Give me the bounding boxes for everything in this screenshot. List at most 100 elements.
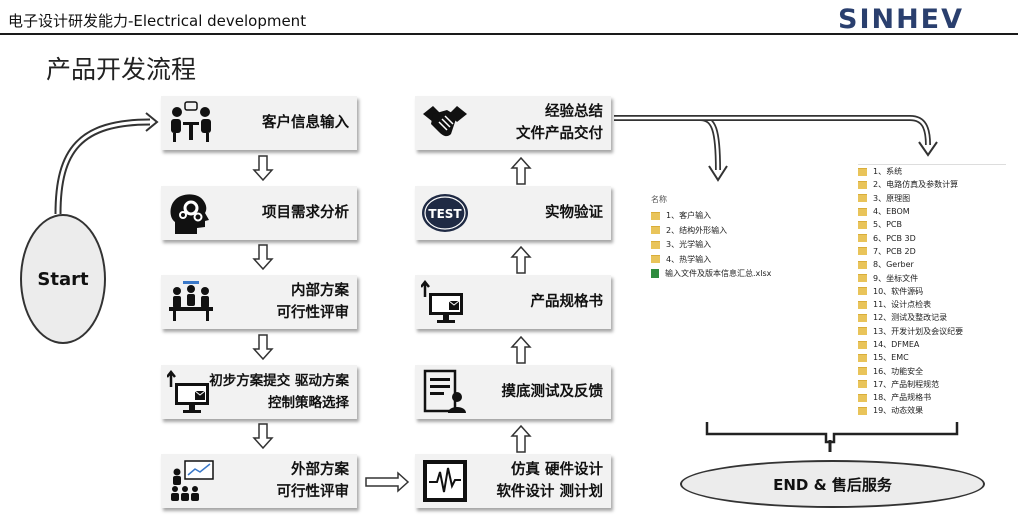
folder-icon (858, 220, 867, 229)
process-step-label: 摸底测试及反馈 (502, 365, 604, 419)
file-list-item[interactable]: 11、设计点检表 (858, 298, 1006, 311)
document-user-icon (421, 369, 469, 415)
file-list-item[interactable]: 15、EMC (858, 351, 1006, 364)
folder-icon (858, 340, 867, 349)
process-step-box: 摸底测试及反馈 (415, 364, 611, 419)
process-step-box: 初步方案提交 驱动方案控制策略选择 (161, 364, 357, 419)
file-list-item[interactable]: 3、原理图 (858, 192, 1006, 205)
file-list-item[interactable]: 19、动态效果 (858, 404, 1006, 417)
file-list-item[interactable]: 17、产品制程规范 (858, 378, 1006, 391)
process-step-line: 内部方案 (291, 283, 349, 299)
waveform-monitor-icon (421, 458, 469, 504)
folder-icon (858, 180, 867, 189)
file-list-item[interactable]: 7、PCB 2D (858, 245, 1006, 258)
process-step-label: 产品规格书 (531, 275, 604, 329)
process-step-box: 仿真 硬件设计软件设计 测计划 (415, 454, 611, 508)
process-step-label: 客户信息输入 (262, 96, 349, 150)
process-step-line: 项目需求分析 (262, 204, 349, 221)
file-list-item[interactable]: 9、坐标文件 (858, 271, 1006, 284)
folder-icon (858, 167, 867, 176)
process-step-box: 经验总结文件产品交付 (415, 96, 611, 150)
file-name: 1、客户输入 (666, 211, 712, 221)
file-list-item[interactable]: 10、软件源码 (858, 285, 1006, 298)
file-name: 2、电路仿真及参数计算 (873, 180, 959, 190)
header-title: 电子设计研发能力-Electrical development (8, 12, 307, 30)
process-step-box: 内部方案可行性评审 (161, 275, 357, 329)
file-list-item[interactable]: 18、产品规格书 (858, 391, 1006, 404)
start-node: Start (20, 214, 106, 344)
file-list-item[interactable]: 输入文件及版本信息汇总.xlsx (651, 267, 791, 282)
meeting-icon (167, 100, 215, 146)
file-list-item[interactable]: 1、客户输入 (651, 209, 791, 224)
file-name: 19、动态效果 (873, 406, 924, 416)
file-list-item[interactable]: 3、光学输入 (651, 238, 791, 253)
file-list-item[interactable]: 8、Gerber (858, 258, 1006, 271)
file-list-item[interactable]: 14、DFMEA (858, 338, 1006, 351)
page-title: 产品开发流程 (46, 55, 197, 84)
folder-icon (858, 260, 867, 269)
team-table-icon (167, 279, 215, 325)
file-name: 2、结构外形输入 (666, 225, 728, 235)
file-name: 16、功能安全 (873, 366, 924, 376)
file-name: 13、开发计划及会议纪要 (873, 326, 964, 336)
monitor-upload-icon (166, 369, 215, 415)
column-header-name: 名称 (651, 194, 667, 204)
process-step-line: 外部方案 (291, 462, 349, 478)
process-step-label: 外部方案可行性评审 (277, 454, 350, 508)
deliver-arrows (614, 115, 938, 182)
file-name: 10、软件源码 (873, 286, 924, 296)
process-step-line: 经验总结 (545, 104, 603, 120)
process-step-line: 可行性评审 (276, 305, 350, 321)
file-name: 4、EBOM (873, 207, 910, 217)
folder-icon (858, 207, 867, 216)
folder-icon (858, 274, 867, 283)
presentation-icon (167, 458, 215, 504)
process-step-line: 摸底测试及反馈 (501, 383, 604, 400)
folder-icon (858, 380, 867, 389)
folder-icon (858, 247, 867, 256)
right-arrow (365, 471, 410, 493)
file-name: 7、PCB 2D (873, 246, 916, 256)
file-name: 18、产品规格书 (873, 393, 932, 403)
svg-text:TEST: TEST (428, 207, 462, 221)
down-arrow (252, 155, 274, 450)
file-list-item[interactable]: 2、结构外形输入 (651, 223, 791, 238)
up-arrow (510, 156, 532, 453)
sinhev-logo: SINHEV (838, 4, 964, 32)
process-step-line: 仿真 硬件设计 (510, 462, 603, 478)
file-list-item[interactable]: 13、开发计划及会议纪要 (858, 325, 1006, 338)
folder-icon (651, 211, 660, 220)
process-step-box: TEST 实物验证 (415, 185, 611, 240)
process-step-line: 初步方案提交 驱动方案 (209, 372, 349, 389)
file-name: 3、原理图 (873, 193, 911, 203)
process-step-line: 控制策略选择 (268, 394, 349, 411)
file-list-item[interactable]: 6、PCB 3D (858, 231, 1006, 244)
file-list-item[interactable]: 2、电路仿真及参数计算 (858, 178, 1006, 191)
test-badge-icon: TEST (421, 190, 469, 236)
file-name: 12、测试及整改记录 (873, 313, 948, 323)
file-list-item[interactable]: 1、系统 (858, 165, 1006, 178)
file-list-item[interactable]: 12、测试及整改记录 (858, 311, 1006, 324)
folder-icon (858, 313, 867, 322)
file-list-item[interactable]: 16、功能安全 (858, 364, 1006, 377)
process-step-line: 实物验证 (545, 204, 603, 221)
process-step-line: 可行性评审 (276, 484, 350, 500)
folder-icon (858, 353, 867, 362)
head-gears-icon (167, 190, 215, 236)
process-step-label: 实物验证 (545, 186, 603, 240)
file-list-item[interactable]: 4、EBOM (858, 205, 1006, 218)
process-step-line: 软件设计 测计划 (496, 484, 603, 500)
folder-icon (858, 300, 867, 309)
file-list-item[interactable]: 4、热学输入 (651, 252, 791, 267)
process-step-label: 内部方案可行性评审 (277, 275, 350, 329)
process-step-box: 外部方案可行性评审 (161, 454, 357, 508)
file-name: 17、产品制程规范 (873, 379, 940, 389)
process-step-line: 客户信息输入 (262, 115, 349, 131)
logo-text: SINHEV (838, 4, 964, 32)
folder-icon (651, 226, 660, 235)
folder-icon (858, 327, 867, 336)
file-name: 3、光学输入 (666, 240, 712, 250)
folder-icon (858, 194, 867, 203)
file-list-item[interactable]: 5、PCB (858, 218, 1006, 231)
